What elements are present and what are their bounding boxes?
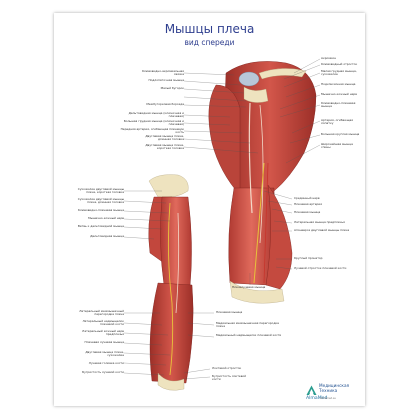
label-acromion: Акромион — [321, 56, 337, 60]
label-pec-minor-tendon: Малая грудная мышца, сухожилие — [321, 69, 357, 77]
label-brachioradialis: Плечелучевая мышца — [232, 285, 266, 289]
poster-title: Мышцы плеча — [164, 22, 255, 36]
label-lateral-epicondyle: Латеральный надмыщелок плечевой кости — [82, 319, 124, 327]
label-brachial-artery: Плечевая артерия — [294, 202, 322, 206]
label-musculocutaneous: Мышечно-кожный нерв — [321, 92, 357, 96]
label-biceps-short: Двуглавая мышца плеча, короткая головка — [145, 143, 184, 151]
label-bicipital-aponeurosis: Апоневроз двуглавой мышцы плеча — [294, 228, 350, 232]
label-olecranon: Локтевой отросток — [212, 366, 242, 370]
label-biceps-long: Двуглавая мышца плеча, длинная головка — [145, 134, 184, 142]
label-biceps-tendon-long: Сухожилие двуглавой мышцы плеча, длинная… — [77, 197, 124, 205]
label-biceps-tendon: Двуглавая мышца плеча, сухожилие — [85, 350, 124, 358]
logo-text: Медицинская Техника — [319, 383, 350, 393]
label-radial-process: Лучевой отросток плечевой кости — [294, 266, 347, 270]
label-medial-epicondyle: Медиальный надмыщелок плечевой кости — [216, 333, 282, 337]
label-ulnar-tuberosity: Бугристость локтевой кости — [212, 374, 247, 382]
anatomy-illustration — [123, 58, 321, 391]
label-circumflex-scapular: Артерия, огибающая лопатку — [321, 118, 353, 126]
label-radial-head: Лучевая головка кости — [88, 361, 124, 365]
label-coracoid: Клювовидный отросток — [321, 62, 358, 66]
label-teres-major: Большая круглая мышца — [321, 132, 360, 136]
label-brachialis: Плечевая мышца — [294, 210, 321, 214]
label-coracobrachialis: Клювовидно-плечевая мышца — [321, 101, 356, 109]
label-brachialis-2: Плечевая мышца — [216, 310, 243, 314]
label-median-nerve: Срединный нерв — [294, 196, 320, 200]
label-musculocutaneous-2: Мышечно-кожный нерв — [88, 216, 124, 220]
logo-brand: AlmaMed — [306, 396, 328, 401]
label-lateral-cutaneous: Латеральный кожный нерв предплечья — [82, 329, 124, 337]
almamed-logo-icon — [306, 385, 317, 395]
label-biceps-tendon-short: Сухожилие двуглавой мышцы плеча, коротка… — [77, 187, 124, 195]
label-coracobrachialis-2: Клювовидно-плечевая мышца — [77, 208, 124, 212]
label-intertubercular: Межбугорковая борозда — [146, 102, 184, 106]
anatomy-poster: Мышцы плеча вид спереди — [54, 13, 365, 406]
logo-line2: Техника — [319, 387, 338, 393]
label-lateral-forearm: Латеральная мышца предплечья — [294, 220, 345, 224]
label-radial-tuberosity: Бугристость лучевой кости — [82, 370, 124, 374]
label-subclavius: Подключичная мышца — [321, 82, 356, 86]
shoulder-figure — [183, 58, 321, 304]
poster-subtitle: вид спереди — [184, 38, 235, 47]
label-deltoid-2: Дельтовидная мышца — [90, 234, 124, 238]
almamed-logo: Медицинская Техника AlmaMed almamed.su — [306, 383, 365, 404]
label-deltoid-branch: Ветвь к дельтовидной мышце — [77, 224, 124, 228]
logo-site: almamed.su — [320, 397, 337, 400]
label-deltoid: Дельтовидная мышца (ключичная и плечевая… — [128, 111, 184, 119]
label-anterior-artery: Передняя артерия, огибающая плечевую кос… — [120, 127, 184, 135]
label-subscapularis: Подлопаточная мышца — [148, 78, 184, 82]
label-pectoralis-major: Большая грудная мышца (ключичная и плече… — [123, 119, 184, 127]
arm-figure — [123, 174, 215, 391]
label-lesser-tubercle: Малый бугорок — [160, 86, 184, 90]
label-latissimus: Широчайшая мышца спины — [321, 142, 353, 150]
logo-line1: Медицинская — [319, 383, 350, 388]
label-medial-septum: Медиальная межмышечная перегородка плеча — [216, 321, 279, 329]
label-brachioradialis-2: Плечевая лучевая мышца — [84, 340, 124, 344]
label-lateral-septum: Латеральный межмышечный перегородка плеч… — [79, 309, 124, 317]
label-coracoacromial: Клювовидно-акромиальная связка — [142, 69, 184, 77]
label-pronator-teres: Круглый пронатор — [294, 256, 323, 260]
